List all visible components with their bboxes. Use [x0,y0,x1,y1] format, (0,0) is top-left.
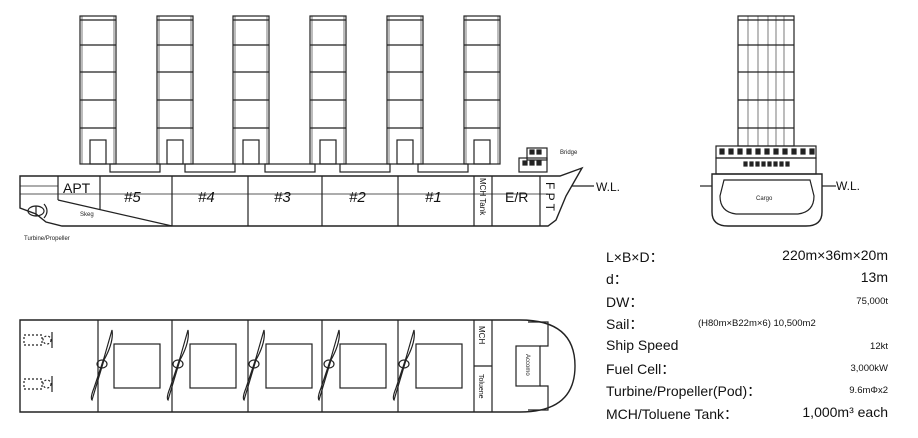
plan-sail-2 [166,329,189,402]
spec-label: L×B×D： [606,249,664,265]
sail-tower-6 [463,15,501,165]
sail-tower-2 [156,15,194,165]
plan-sail-1 [90,329,113,402]
spec-value: (H80m×B22m×6) 10,500m2 [698,318,816,330]
spec-row: DW： 75,000t [606,292,888,314]
section-waterline-label: W.L. [836,179,860,193]
hold-label-fpt: F P T [543,182,557,212]
hold-label-4: #4 [198,189,215,206]
spec-row: Turbine/Propeller(Pod)： 9.6mΦx2 [606,381,888,403]
sail-bases [109,163,469,173]
spec-value: 1,000m³ each [802,403,888,420]
sail-tower-4 [309,15,347,165]
plan-sail-5 [392,329,415,402]
plan-pod-bottom-icon [23,376,53,392]
spec-label: d： [606,271,628,288]
plan-toluene-label: Toluene [477,374,484,399]
turbine-propeller-label: Turbine/Propeller [24,236,70,242]
spec-label: Ship Speed [606,336,679,353]
spec-row: Sail： (H80m×B22m×6) 10,500m2 [606,314,888,336]
section-cargo-label: Cargo [756,196,773,202]
spec-label: Sail： [606,316,644,333]
plan-accommodation-label: Accomo [524,354,530,376]
sail-tower-1 [79,15,117,165]
hold-label-2: #2 [349,189,366,206]
hold-label-3: #3 [274,189,291,206]
side-hull [19,166,584,227]
sail-tower-5 [386,15,424,165]
hold-label-1: #1 [425,189,442,206]
spec-value: 220m×36m×20m [782,247,888,263]
hold-label-mch-tank: MCH Tank [478,178,487,216]
spec-value: 12kt [870,340,888,352]
bridge: Bridge [518,147,578,173]
plan-view: Accomo MCH Toluene [19,319,576,413]
side-view: Bridge APT #5 #4 #3 #2 #1 MCH Tank E/R F… [19,15,620,242]
plan-sails [90,329,415,402]
spec-label: DW： [606,293,644,310]
spec-row: MCH/Toluene Tank： 1,000m³ each [606,404,888,426]
spec-row: Fuel Cell： 3,000kW [606,359,888,381]
section-view: Cargo W.L. [700,15,860,227]
sail-towers [79,15,501,165]
spec-label: MCH/Toluene Tank： [606,405,739,422]
spec-label: Fuel Cell： [606,360,676,377]
spec-row: Ship Speed 12kt [606,337,888,359]
skeg-label: Skeg [80,212,94,218]
section-hull [711,173,823,227]
plan-sail-4 [317,329,340,402]
spec-value: 13m [860,269,888,286]
spec-row: d： 13m [606,269,888,291]
spec-value: 3,000kW [850,362,889,374]
bulkheads [99,176,541,226]
spec-value: 75,000t [856,295,888,307]
plan-hull [19,319,576,413]
spec-label: Turbine/Propeller(Pod)： [606,383,762,400]
plan-pod-top-icon [23,332,53,348]
plan-sail-3 [242,329,265,402]
hold-label-apt: APT [63,180,91,196]
section-windows [719,148,815,167]
plan-mch-label: MCH [477,326,486,344]
side-propeller-icon [27,203,48,219]
hold-label-5: #5 [124,189,141,206]
hold-label-er: E/R [505,189,528,205]
bridge-label: Bridge [560,150,578,156]
side-waterline-label: W.L. [596,180,620,194]
plan-hatches [113,343,463,389]
sail-tower-3 [232,15,270,165]
spec-value: 9.6mΦx2 [849,385,888,397]
section-sail-tower [737,15,795,147]
spec-row: L×B×D： 220m×36m×20m [606,247,888,269]
